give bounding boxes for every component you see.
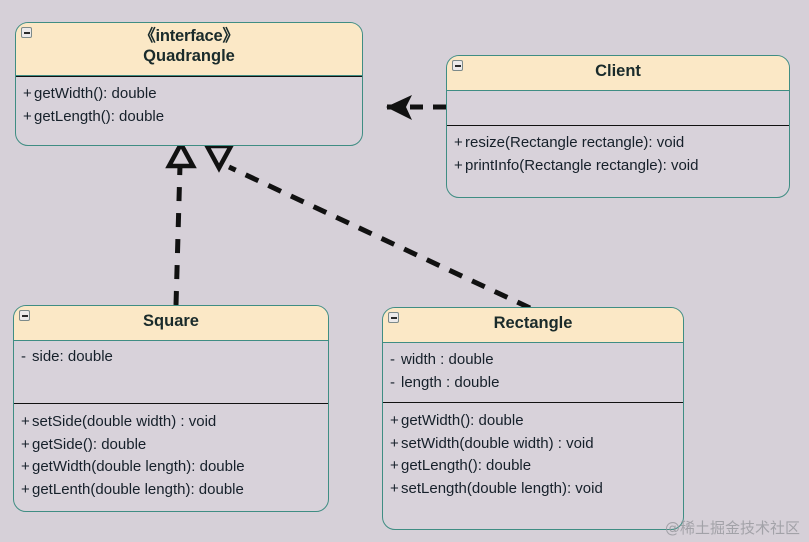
hollow-triangle-icon-rectangle — [203, 143, 235, 173]
client-header: Client — [447, 56, 789, 91]
member-signature: length : double — [401, 373, 500, 391]
member-signature: getSide(): double — [32, 435, 147, 453]
member-row: +setSide(double width) : void — [21, 411, 328, 434]
member-row: +resize(Rectangle rectangle): void — [454, 132, 789, 155]
member-signature: setLength(double length): void — [401, 479, 603, 497]
visibility-marker: - — [390, 351, 395, 368]
client-methods-compartment: +resize(Rectangle rectangle): void +prin… — [447, 125, 789, 181]
realization-dashed-line-square — [173, 164, 183, 306]
collapse-icon[interactable] — [452, 60, 463, 71]
member-row: +getLenth(double length): double — [21, 479, 328, 502]
member-signature: getWidth(double length): double — [32, 458, 245, 475]
member-row: +setWidth(double width) : void — [390, 433, 683, 456]
rectangle-class-name: Rectangle — [493, 314, 573, 332]
member-row: +getWidth(): double — [23, 83, 362, 106]
member-signature: getLenth(double length): double — [32, 480, 244, 498]
hollow-triangle-icon-square — [165, 139, 197, 169]
visibility-marker: + — [21, 435, 30, 453]
visibility-marker: + — [390, 457, 399, 474]
visibility-marker: + — [21, 480, 30, 498]
member-row: +getLength(): double — [390, 455, 683, 478]
collapse-icon[interactable] — [388, 312, 399, 323]
rectangle-methods-compartment: +getWidth(): double +setWidth(double wid… — [383, 402, 683, 504]
member-row: -length : double — [390, 372, 683, 395]
member-signature: getWidth(): double — [401, 412, 524, 429]
rectangle-attributes-compartment: -width : double -length : double — [383, 343, 683, 402]
visibility-marker: - — [390, 373, 395, 391]
rectangle-header: Rectangle — [383, 308, 683, 343]
client-attributes-compartment — [447, 91, 789, 125]
class-box-square[interactable]: Square -side: double +setSide(double wid… — [13, 305, 329, 512]
visibility-marker: + — [23, 107, 32, 125]
quadrangle-header: 《interface》 Quadrangle — [16, 23, 362, 76]
member-row: +getWidth(double length): double — [21, 456, 328, 479]
member-row: +getWidth(): double — [390, 410, 683, 433]
member-signature: side: double — [32, 348, 113, 365]
open-arrowhead-icon — [386, 95, 412, 120]
visibility-marker: + — [390, 479, 399, 497]
member-row: +getSide(): double — [21, 434, 328, 457]
quadrangle-methods-compartment: +getWidth(): double +getLength(): double — [16, 76, 362, 132]
square-methods-compartment: +setSide(double width) : void +getSide()… — [14, 403, 328, 505]
square-header: Square — [14, 306, 328, 341]
member-row: +getLength(): double — [23, 106, 362, 129]
member-signature: getWidth(): double — [34, 85, 157, 102]
member-signature: getLength(): double — [401, 457, 532, 474]
visibility-marker: - — [21, 348, 26, 365]
collapse-icon[interactable] — [21, 27, 32, 38]
member-row: -width : double — [390, 349, 683, 372]
member-signature: setSide(double width) : void — [32, 413, 217, 430]
class-box-quadrangle[interactable]: 《interface》 Quadrangle +getWidth(): doub… — [15, 22, 363, 146]
relation-square-to-quadrangle — [165, 139, 197, 306]
quadrangle-class-name: Quadrangle — [143, 47, 235, 65]
relation-client-to-quadrangle — [386, 95, 446, 120]
visibility-marker: + — [454, 134, 463, 151]
class-box-rectangle[interactable]: Rectangle -width : double -length : doub… — [382, 307, 684, 530]
class-box-client[interactable]: Client +resize(Rectangle rectangle): voi… — [446, 55, 790, 198]
member-row: +printInfo(Rectangle rectangle): void — [454, 155, 789, 178]
member-signature: getLength(): double — [34, 107, 165, 125]
square-class-name: Square — [143, 312, 199, 330]
quadrangle-stereotype: 《interface》 — [139, 27, 239, 45]
collapse-icon[interactable] — [19, 310, 30, 321]
visibility-marker: + — [23, 85, 32, 102]
visibility-marker: + — [390, 412, 399, 429]
member-signature: resize(Rectangle rectangle): void — [465, 134, 685, 151]
watermark-text: @稀土掘金技术社区 — [664, 519, 800, 537]
visibility-marker: + — [454, 156, 463, 174]
visibility-marker: + — [21, 413, 30, 430]
member-row: -side: double — [21, 346, 328, 369]
square-attributes-compartment: -side: double — [14, 341, 328, 403]
member-signature: printInfo(Rectangle rectangle): void — [465, 156, 699, 174]
client-class-name: Client — [595, 62, 641, 80]
visibility-marker: + — [21, 458, 30, 475]
member-signature: setWidth(double width) : void — [401, 434, 594, 452]
visibility-marker: + — [390, 434, 399, 452]
member-signature: width : double — [401, 351, 494, 368]
member-row: +setLength(double length): void — [390, 478, 683, 501]
